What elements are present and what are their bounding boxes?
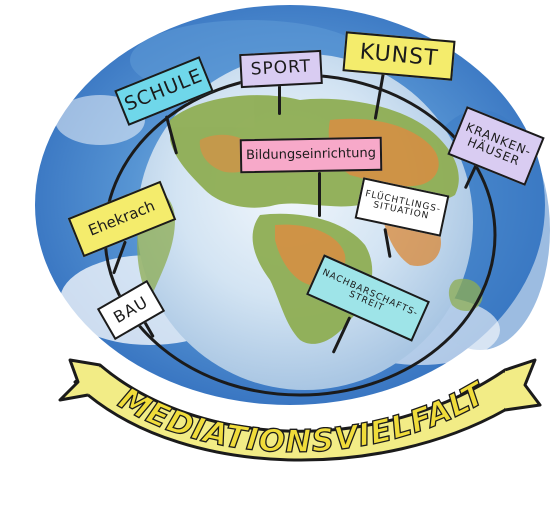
- pole-bildung: [318, 172, 321, 217]
- pole-sport: [278, 80, 281, 115]
- sign-kunst-label: KUNST: [358, 40, 440, 72]
- sign-bildung-label: Bildungseinrichtung: [245, 146, 377, 164]
- sign-bau-label: BAU: [109, 291, 152, 327]
- sign-bildung: Bildungseinrichtung: [239, 136, 383, 174]
- sign-sport: SPORT: [239, 49, 323, 89]
- sign-sport-label: SPORT: [250, 56, 312, 80]
- banner-ribbon: [58, 358, 542, 462]
